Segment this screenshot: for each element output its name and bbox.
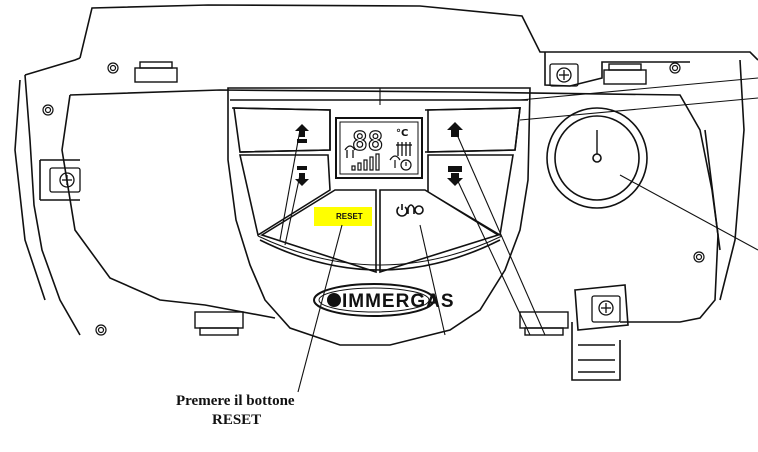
lcd-tap-icon [344, 145, 356, 158]
right-button-cluster [427, 107, 521, 237]
mounting-hole [693, 251, 705, 263]
lcd-fault-icon [389, 155, 412, 171]
lcd-unit: °C [396, 128, 408, 139]
brand-badge: IMMERGAS [313, 283, 455, 317]
callout-line-1: Premere il bottone [176, 393, 295, 409]
lcd-level-bars-icon [351, 153, 380, 171]
down-arrow-house-icon [447, 166, 463, 186]
reset-button-label: RESET [336, 212, 363, 221]
lcd-radiator-icon [396, 142, 412, 156]
brand-logo-icon [327, 293, 341, 307]
clip [519, 311, 569, 329]
mounting-hole [95, 324, 107, 336]
pressure-gauge-icon [546, 107, 648, 209]
screws [49, 63, 621, 323]
up-arrow-radiator-icon [295, 124, 309, 143]
left-button-cluster [233, 107, 331, 237]
mounting-hole [107, 62, 119, 74]
heating-down-button[interactable] [284, 162, 318, 188]
clip [134, 67, 178, 83]
down-arrow-radiator-icon [295, 166, 309, 186]
reset-highlight [314, 207, 372, 226]
reset-button[interactable]: RESET [260, 189, 377, 274]
screw-icon [49, 167, 81, 193]
lcd-display: 88 °C [335, 117, 423, 179]
leader-lines [279, 77, 758, 393]
mounting-holes [42, 62, 705, 336]
power-mode-icon [396, 204, 424, 217]
brand-name: IMMERGAS [342, 291, 455, 312]
heating-up-button[interactable] [284, 120, 318, 146]
housing-clips [134, 61, 647, 336]
up-arrow-house-icon [447, 122, 463, 137]
clip [603, 69, 647, 85]
lcd-digits: 88 [352, 127, 383, 157]
panel-lower-arc [259, 239, 501, 271]
dhw-down-button[interactable] [438, 162, 472, 188]
screw-icon [549, 63, 579, 87]
mode-button[interactable] [379, 189, 500, 274]
screw-icon [591, 295, 621, 323]
clip [194, 311, 244, 329]
boiler-housing [14, 4, 758, 381]
dhw-up-button[interactable] [438, 118, 472, 144]
mounting-hole [669, 62, 681, 74]
mounting-hole [42, 104, 54, 116]
callout-line-2: RESET [212, 412, 261, 428]
